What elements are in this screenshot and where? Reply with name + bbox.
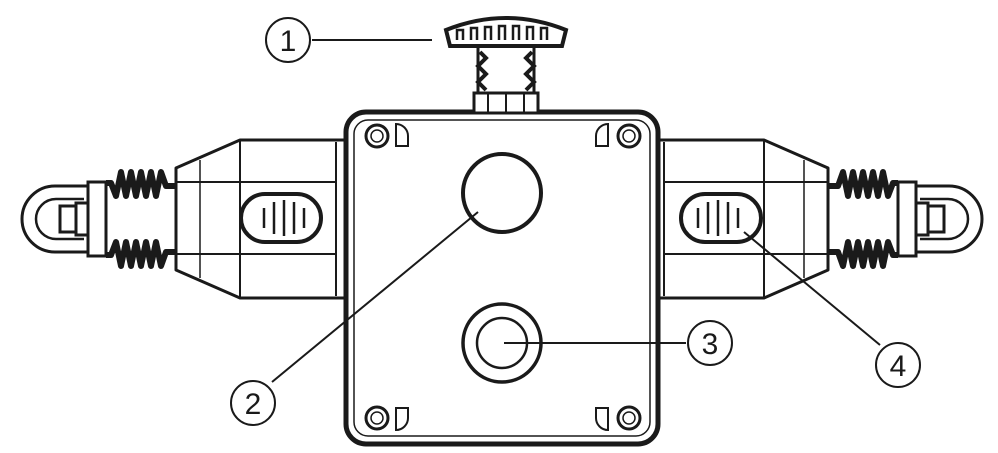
leader-lines	[271, 39, 881, 383]
callout-2: 2	[230, 380, 276, 426]
emergency-stop-knob-icon	[443, 16, 569, 115]
callout-3-label: 3	[702, 328, 719, 361]
left-release-window-icon	[239, 192, 323, 244]
callout-3: 3	[687, 320, 733, 366]
switch-enclosure	[343, 109, 661, 447]
blank-cap-icon	[461, 152, 543, 234]
callout-4-label: 4	[890, 350, 907, 383]
callout-1-label: 1	[280, 25, 297, 58]
screw-top-left-icon	[364, 122, 409, 149]
leader-line-4	[743, 231, 881, 346]
right-eye-bolt-icon	[896, 180, 984, 258]
screw-bottom-left-icon	[364, 405, 409, 432]
leader-line-2	[271, 211, 479, 383]
callout-1: 1	[265, 17, 311, 63]
right-release-window-icon	[679, 192, 763, 244]
right-spring-icon	[828, 169, 898, 269]
corner-screws	[364, 122, 642, 432]
callout-2-label: 2	[245, 388, 262, 421]
left-eye-bolt-icon	[20, 180, 108, 258]
screw-bottom-right-icon	[595, 405, 642, 432]
screw-top-right-icon	[595, 122, 642, 149]
left-spring-icon	[106, 169, 176, 269]
callout-4: 4	[875, 342, 921, 388]
